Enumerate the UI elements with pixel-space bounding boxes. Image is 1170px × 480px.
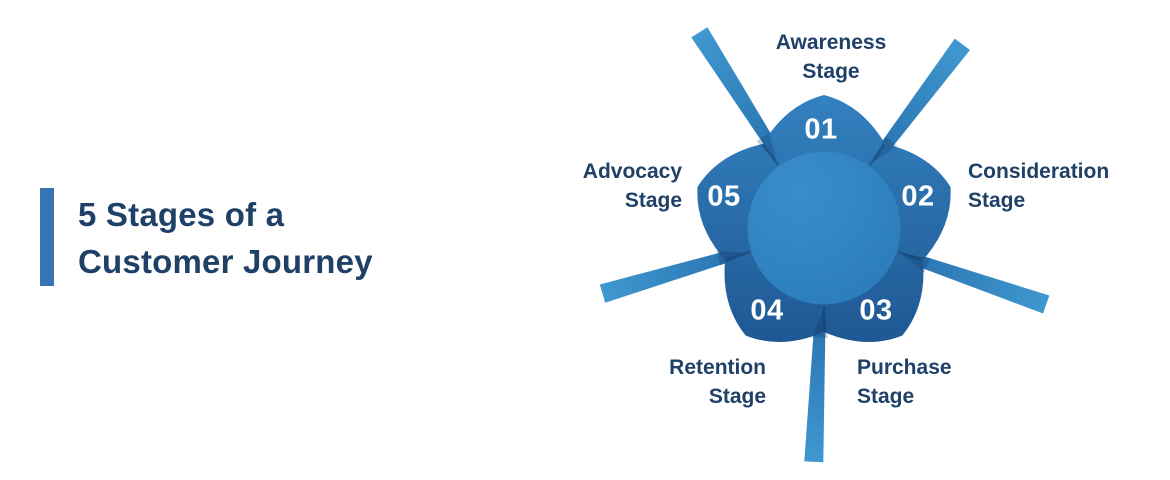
petal-seam-3 [725,251,751,261]
ray-line-4 [804,319,826,463]
title-accent-bar [40,188,54,286]
stage-label-awareness-line-1: Awareness [775,31,887,54]
stage-number-03: 03 [859,294,893,327]
page-title: 5 Stages of a Customer Journey [78,191,373,285]
stage-label-consideration: Consideration Stage [968,157,1109,215]
stage-label-purchase-line-2: Stage [857,385,915,408]
ray-line-3 [599,248,738,303]
ray-line-5 [909,252,1050,314]
stage-label-purchase-line-1: Purchase [857,356,952,379]
ray-line-1 [875,38,970,158]
stage-label-advocacy-line-1: Advocacy [582,160,682,183]
petal-notch-shadow-5 [900,252,930,273]
petal-notch-shadow-2 [756,132,777,164]
stage-label-retention: Retention Stage [669,353,766,411]
flower-center-circle [747,151,901,305]
title-line-1: 5 Stages of a [78,196,285,233]
ray-line-2 [691,27,780,154]
petal-seam-1 [869,144,886,166]
stage-number-05: 05 [707,180,741,213]
stage-label-awareness: Awareness Stage [776,28,887,86]
stage-label-advocacy-line-2: Stage [624,189,682,212]
stage-label-retention-line-1: Retention [669,356,766,379]
stage-label-advocacy: Advocacy Stage [583,157,682,215]
petal-notch-shadow-3 [716,250,748,266]
petal-seam-5 [897,251,923,261]
stage-number-02: 02 [901,180,935,213]
stage-number-01: 01 [804,113,838,146]
stage-number-04: 04 [750,294,784,327]
petal-seam-2 [762,144,779,166]
stage-label-retention-line-2: Stage [708,385,766,408]
stage-label-purchase: Purchase Stage [857,353,952,411]
stage-label-consideration-line-1: Consideration [968,160,1110,183]
stage-label-awareness-line-2: Stage [802,60,860,83]
petal-notch-shadow-1 [871,136,898,164]
stage-label-consideration-line-2: Stage [968,189,1026,212]
title-line-2: Customer Journey [78,243,373,280]
petal-notch-shadow-4 [812,308,828,338]
